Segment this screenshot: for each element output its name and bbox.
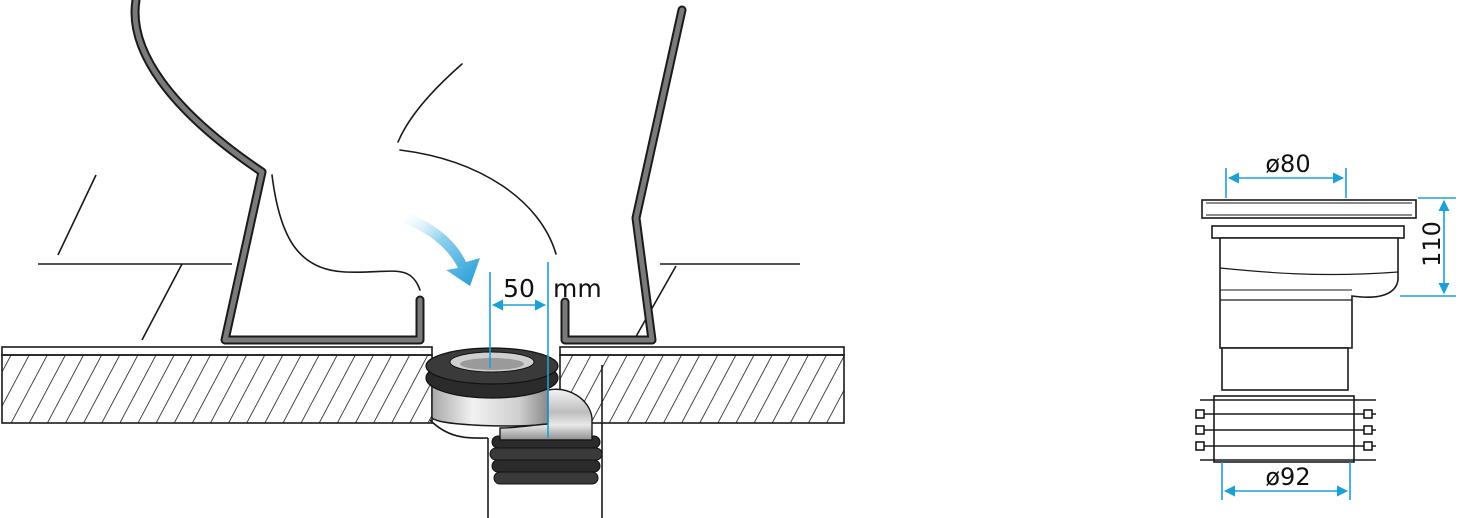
top-flange [1201, 199, 1417, 219]
top-diameter-label: ø80 [1265, 150, 1310, 178]
eccentric-connector [425, 347, 603, 518]
side-section-view: 50 mm [1, 0, 845, 518]
offset-dimension: 50 mm [489, 262, 602, 438]
offset-body [1219, 237, 1399, 349]
collar-rim [1211, 225, 1405, 239]
offset-unit-label: mm [553, 274, 602, 303]
curved-arrow-icon [400, 210, 480, 286]
lower-pipe [1221, 347, 1349, 391]
floor-slab [1, 346, 845, 424]
offset-value-label: 50 [503, 274, 535, 303]
dimension-lines [1221, 168, 1456, 500]
toilet-bowl [130, 0, 687, 345]
ribbed-sleeve [1195, 395, 1376, 463]
bottom-diameter-label: ø92 [1265, 463, 1310, 491]
wall-tiles [38, 174, 800, 341]
connector-elevation-view [1195, 168, 1456, 500]
height-label: 110 [1418, 221, 1446, 267]
